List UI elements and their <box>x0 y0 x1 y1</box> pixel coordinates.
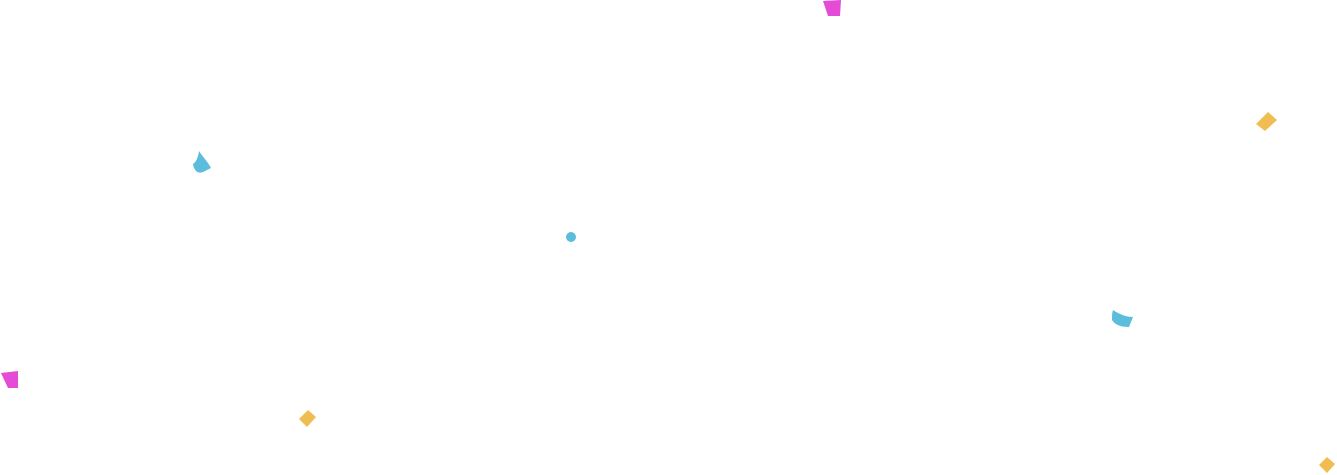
confetti-pink-trapezoid <box>0 371 20 389</box>
confetti-gold-diamond <box>1255 110 1279 132</box>
confetti-gold-diamond <box>298 409 318 429</box>
confetti-gold-diamond <box>1318 456 1337 475</box>
confetti-blue-dot <box>565 231 577 243</box>
confetti-pink-trapezoid <box>822 0 842 17</box>
confetti-blue-curl <box>191 150 213 175</box>
confetti-blue-curl <box>1110 309 1135 329</box>
